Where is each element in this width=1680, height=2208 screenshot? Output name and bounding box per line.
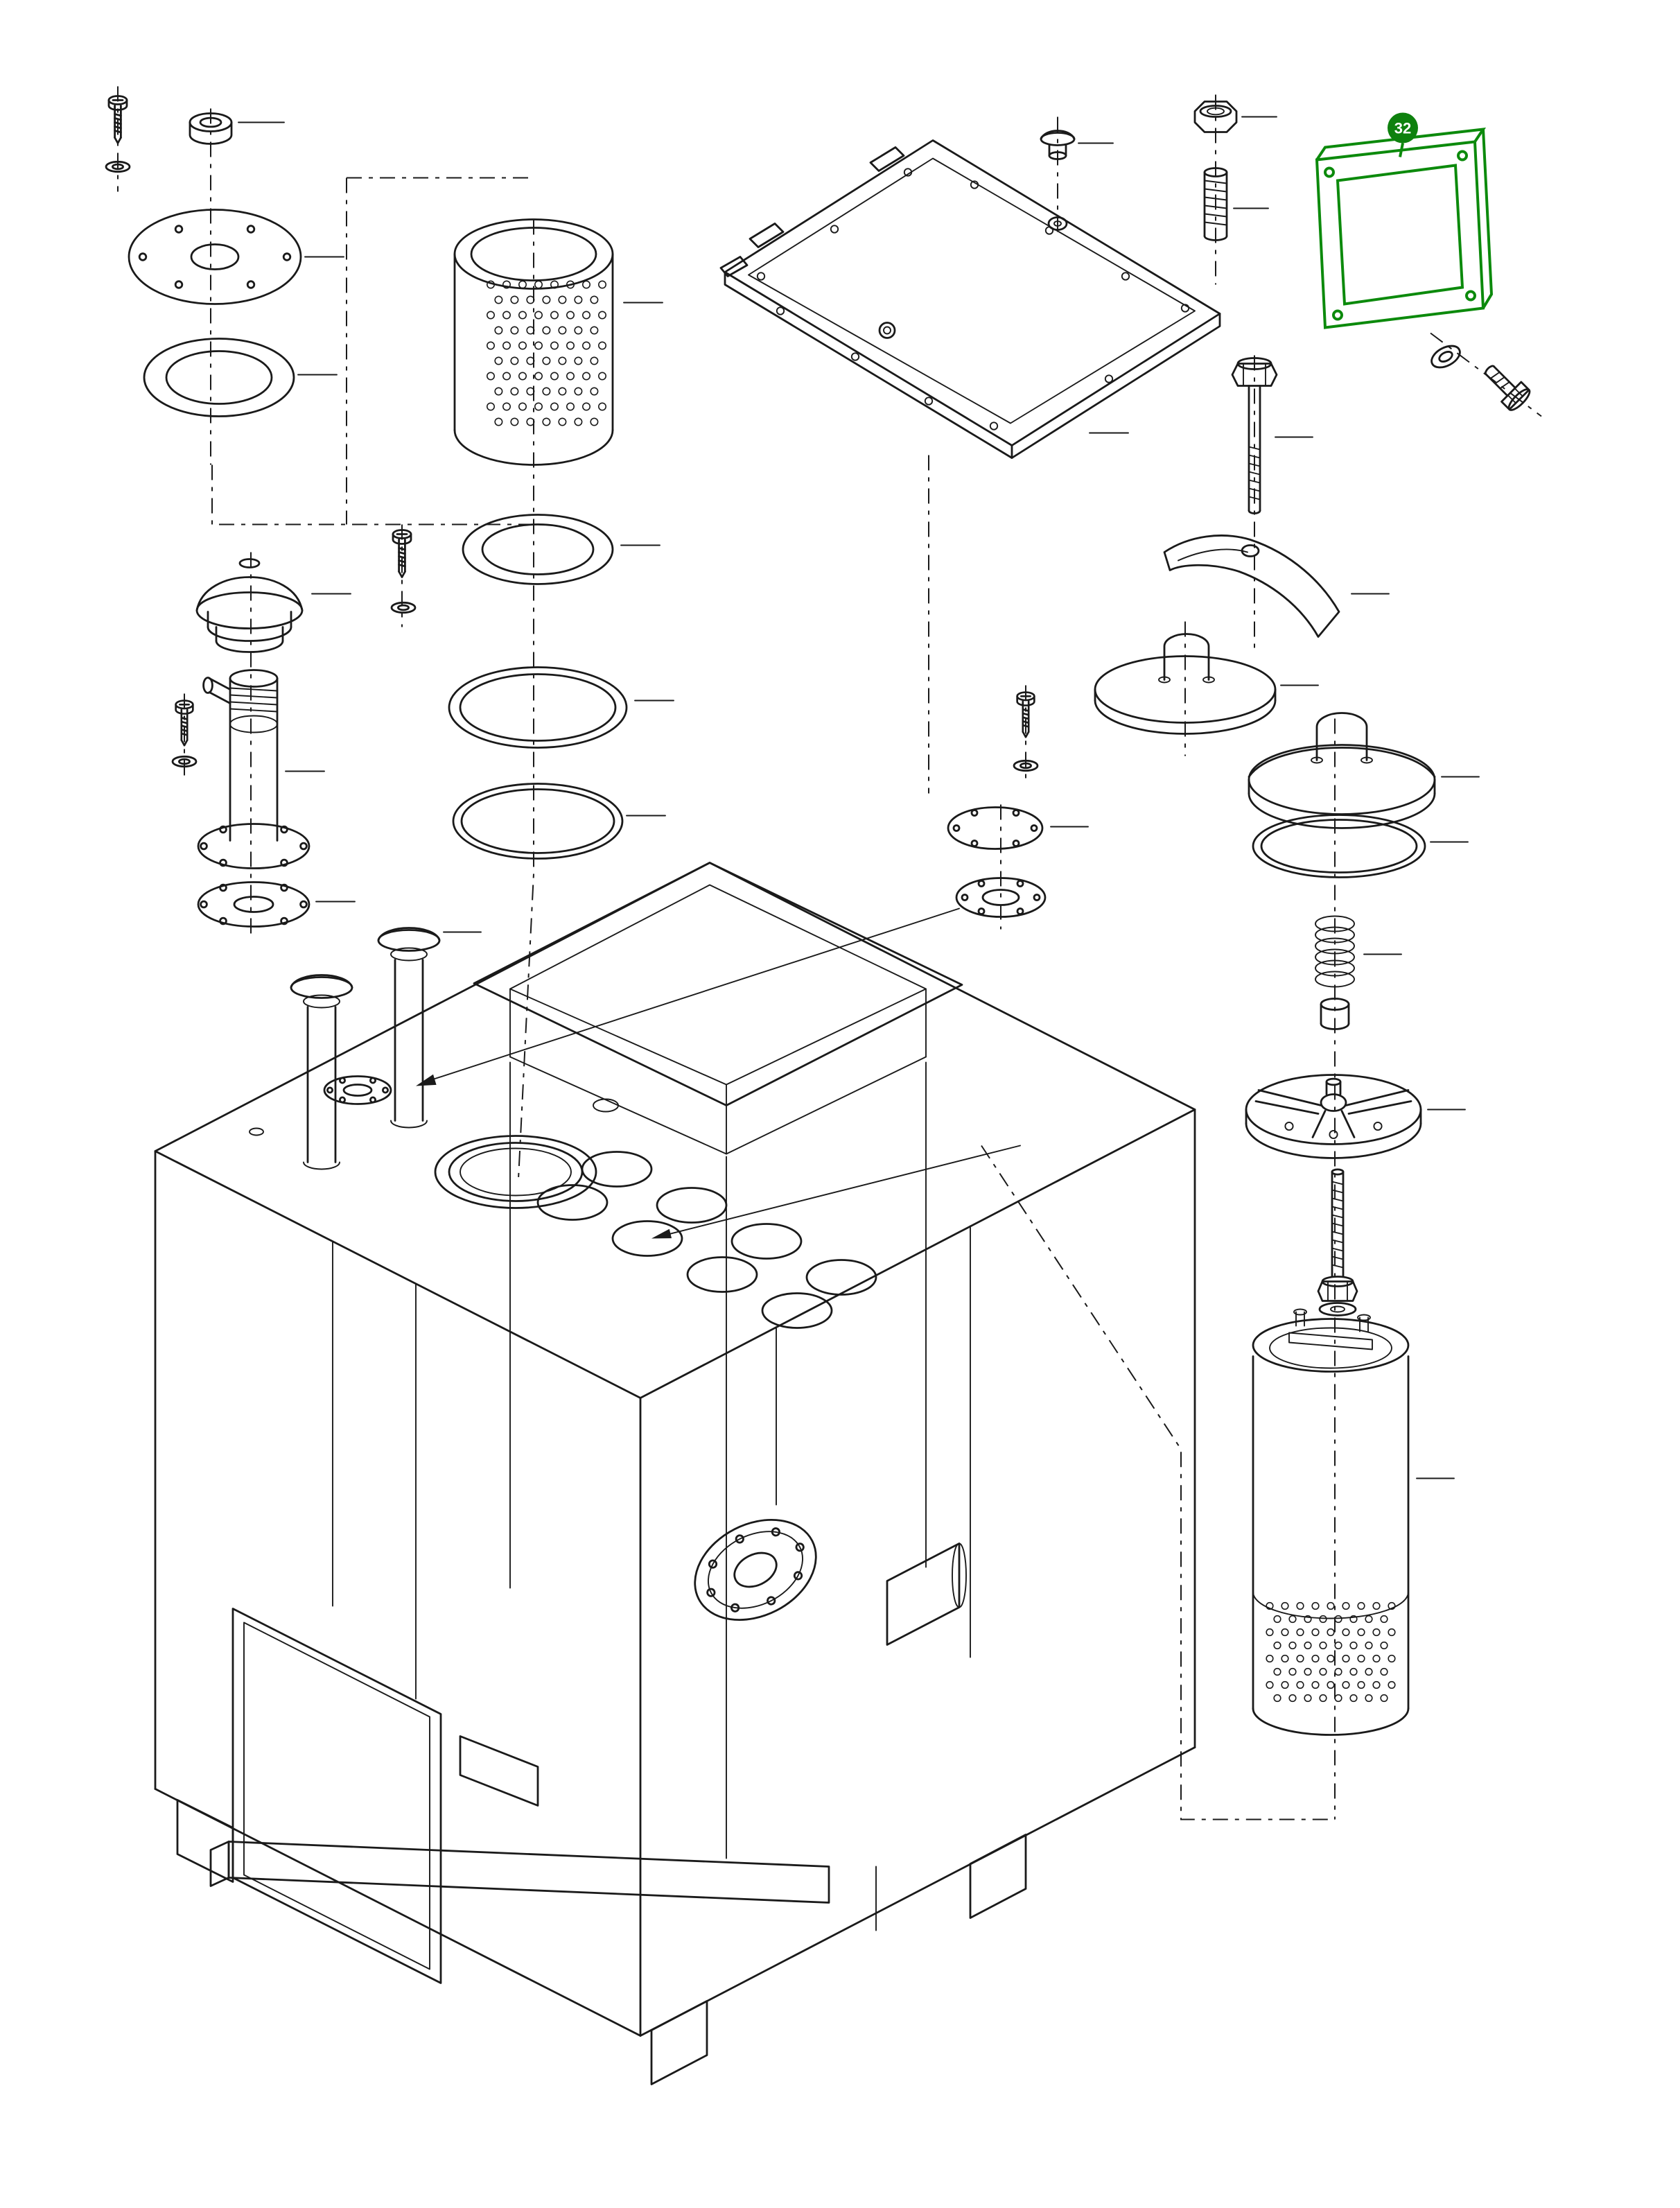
callout-label: 32 <box>1394 120 1411 137</box>
clamp-arm <box>1163 534 1340 638</box>
threaded-rod-nut <box>1317 1168 1358 1316</box>
deck-holes <box>249 1098 877 1329</box>
deck-breather-pipes <box>290 927 441 1170</box>
bottom-rail <box>209 1735 830 1904</box>
lid-with-handle <box>1248 712 1436 829</box>
washer-mid-left <box>390 601 417 614</box>
top-flange-disc <box>128 209 302 305</box>
deck-opening-ring <box>434 1135 597 1209</box>
strainer-perforations <box>486 280 606 426</box>
stud-bolt <box>1203 167 1228 241</box>
tank-cover-plate <box>719 139 1221 459</box>
socket-plug <box>189 112 233 145</box>
plate-plug <box>1040 130 1076 160</box>
side-flange <box>694 1518 817 1622</box>
bushing <box>1320 998 1350 1030</box>
callout-32[interactable]: 32 <box>1388 112 1418 144</box>
seal-ring <box>448 666 628 749</box>
cover-disc <box>947 806 1044 850</box>
leader-lines <box>238 116 1480 1931</box>
hex-nut <box>1193 101 1238 133</box>
pointer-arrows <box>416 907 1021 1239</box>
screw-top-left <box>107 95 128 144</box>
front-recess <box>231 1608 442 1984</box>
lid-o-ring <box>1252 814 1426 878</box>
suction-filter <box>1252 1308 1410 1736</box>
breather-cap <box>195 558 304 653</box>
o-ring <box>452 783 624 860</box>
frame-washer <box>1430 345 1461 369</box>
filler-flange-upper <box>197 823 310 869</box>
tank-body <box>154 862 1196 2037</box>
highlighted-frame-part <box>1315 128 1494 329</box>
filler-neck <box>202 669 279 842</box>
callout-badge[interactable] <box>1388 112 1418 144</box>
long-hex-bolt <box>1231 357 1278 514</box>
gasket-ring <box>143 338 295 417</box>
flange-disc-small <box>955 877 1047 918</box>
cover-with-handle <box>1094 633 1277 735</box>
frame-bolt <box>1485 365 1531 411</box>
spring <box>1315 915 1355 988</box>
strainer-basket <box>453 218 614 466</box>
deck-flange-ring <box>323 1075 392 1105</box>
tank-feet <box>176 1799 1027 2085</box>
filter-perforations <box>1266 1601 1396 1703</box>
spider-retainer <box>1245 1074 1422 1159</box>
filler-flange-lower <box>197 881 310 928</box>
side-pipe-stub <box>886 1542 967 1646</box>
ring-spacer <box>462 514 614 585</box>
